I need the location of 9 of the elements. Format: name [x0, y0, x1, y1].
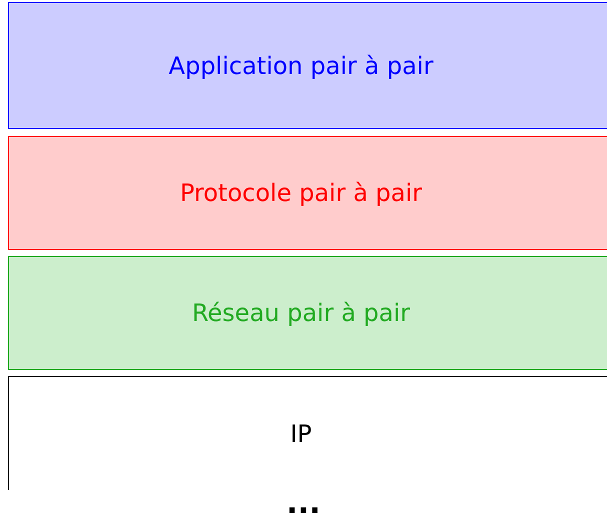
layer-box: [8, 376, 607, 490]
layer-box: [8, 136, 607, 250]
ellipsis-text: ...: [286, 486, 321, 521]
layer-label: Application pair à pair: [168, 52, 434, 80]
layer-box: [8, 256, 607, 370]
layer-label: Protocole pair à pair: [180, 179, 422, 207]
layer-label: IP: [290, 420, 312, 448]
layer-box: [8, 2, 607, 129]
layer-label: Réseau pair à pair: [192, 299, 410, 327]
